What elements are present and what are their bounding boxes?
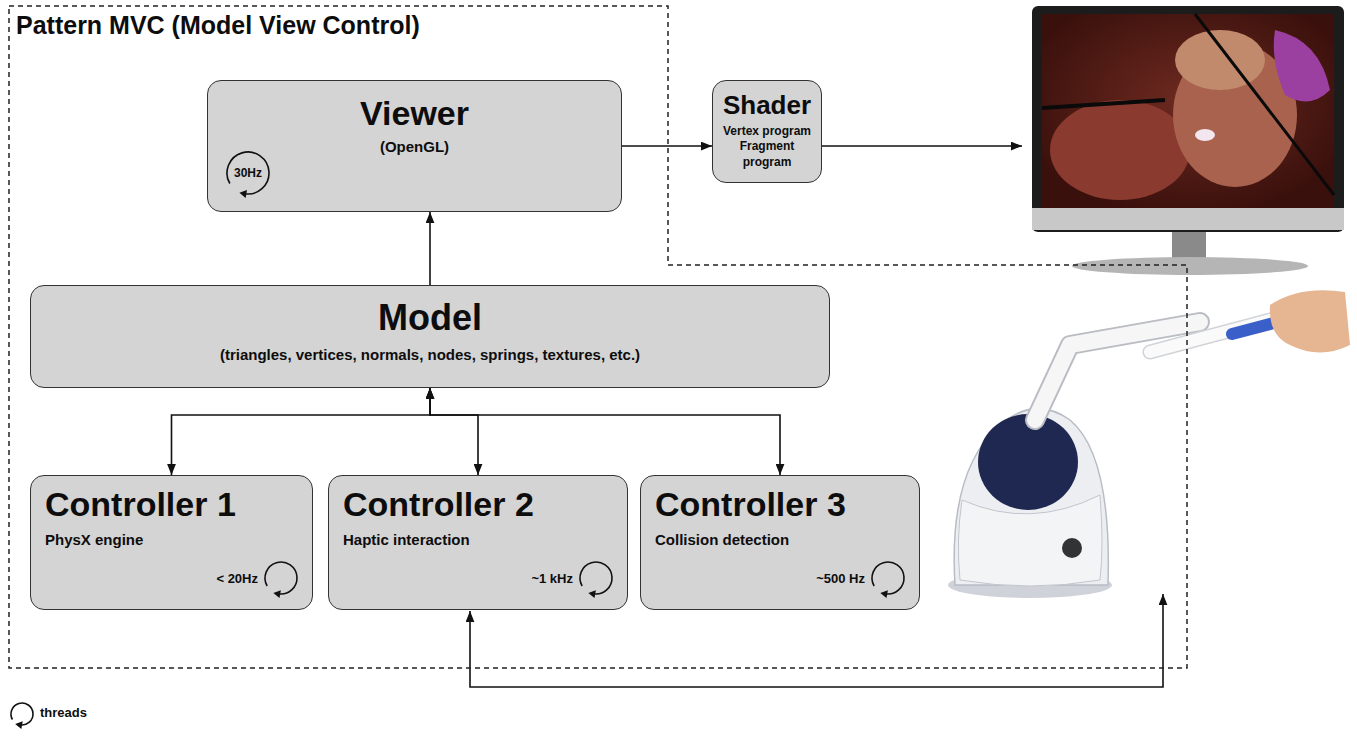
box-heading: Controller 1 [45, 486, 298, 523]
thread-rate: < 20Hz [216, 557, 302, 599]
legend: threads [40, 705, 87, 720]
box-heading: Controller 3 [655, 486, 905, 523]
update-rate: ~500 Hz [816, 571, 865, 586]
connector-arrow [429, 212, 431, 285]
connector-arrow [622, 145, 712, 147]
thread-rate: ~1 kHz [531, 557, 617, 599]
thread-rate: 30Hz [222, 147, 274, 199]
box-subtitle: PhysX engine [45, 531, 298, 548]
viewer-box: Viewer (OpenGL)30Hz [207, 80, 622, 212]
connector-arrow [430, 388, 780, 475]
connector-arrow [430, 388, 478, 475]
box-heading: Shader [719, 91, 815, 120]
update-rate: 30Hz [222, 147, 274, 199]
region-title: Pattern MVC (Model View Control) [8, 5, 1188, 40]
haptic-device-illustration [948, 290, 1350, 598]
legend-text: threads [40, 705, 87, 720]
box-heading: Viewer [208, 95, 621, 132]
update-rate: < 20Hz [216, 571, 258, 586]
box-subtitle: Collision detection [655, 531, 905, 548]
connector-arrow [172, 388, 431, 475]
box-heading: Controller 2 [343, 486, 613, 523]
box-subtitle: Vertex program Fragment program [719, 124, 815, 171]
thread-rate: ~500 Hz [816, 557, 909, 599]
legend-thread-icon [11, 703, 33, 729]
thread-icon [575, 557, 617, 599]
box-subtitle: Haptic interaction [343, 531, 613, 548]
controller-box: Controller 3 Collision detection ~500 Hz [640, 475, 920, 610]
box-subtitle: (OpenGL) [208, 138, 621, 155]
box-subtitle: (triangles, vertices, normals, nodes, sp… [31, 346, 829, 363]
monitor-illustration [1032, 6, 1344, 275]
thread-icon [260, 557, 302, 599]
mvc-region: Pattern MVC (Model View Control) Viewer (O… [8, 5, 1188, 669]
model-box: Model (triangles, vertices, normals, node… [30, 285, 830, 388]
controller-box: Controller 1 PhysX engine < 20Hz [30, 475, 313, 610]
update-rate: ~1 kHz [531, 571, 573, 586]
controller-box: Controller 2 Haptic interaction ~1 kHz [328, 475, 628, 610]
thread-icon [867, 557, 909, 599]
box-heading: Model [31, 298, 829, 338]
shader-box: ShaderVertex program Fragment program [712, 80, 822, 183]
